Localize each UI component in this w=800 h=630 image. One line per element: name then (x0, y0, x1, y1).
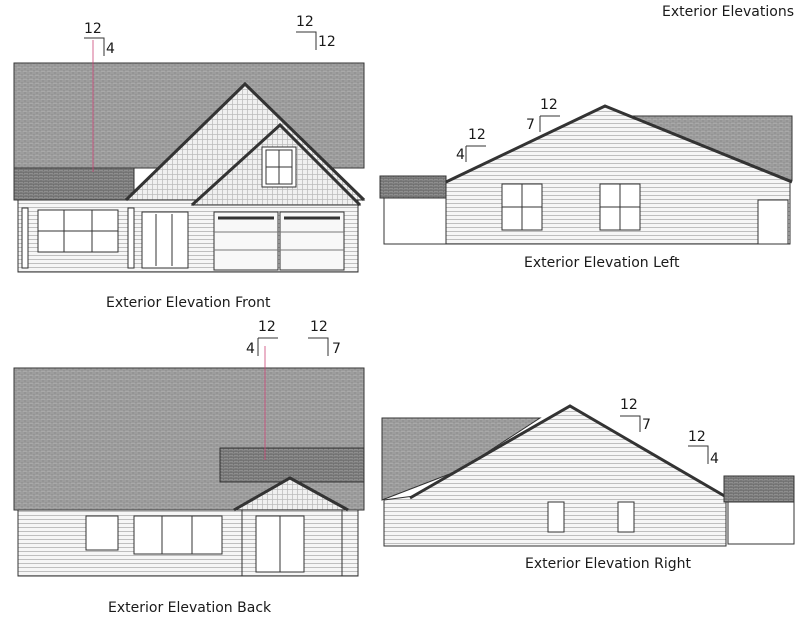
right-pitch-main-run: 12 (620, 397, 638, 413)
back-pitch-main-rise: 4 (246, 341, 255, 357)
front-pitch-main-rise: 4 (106, 41, 115, 57)
right-window-1 (547, 501, 565, 533)
left-pitch-porch-rise: 4 (456, 147, 465, 163)
right-elevation (381, 404, 795, 547)
right-pitch-main-rise: 7 (642, 417, 651, 433)
back-pitch-main-run: 12 (258, 319, 276, 335)
left-porch-roof (379, 175, 447, 199)
right-elevation-caption: Exterior Elevation Right (525, 556, 691, 572)
back-window-1 (85, 515, 119, 551)
back-pitch-gable-rise: 7 (332, 341, 341, 357)
pitch-symbols (84, 31, 709, 464)
right-pitch-porch-run: 12 (688, 429, 706, 445)
left-elevation (379, 104, 793, 245)
back-porch-roof (219, 447, 365, 483)
front-door (141, 211, 189, 269)
front-garage-door-1 (213, 211, 279, 271)
back-elevation-caption: Exterior Elevation Back (108, 600, 272, 616)
left-pitch-porch-run: 12 (468, 127, 486, 143)
front-pitch-gable-run: 12 (296, 14, 314, 30)
right-window-2 (617, 501, 635, 533)
front-pitch-gable-rise: 12 (318, 34, 336, 50)
front-porch-roof (13, 167, 135, 201)
left-pitch-main-rise: 7 (526, 117, 535, 133)
front-pitch-main-run: 12 (84, 21, 102, 37)
right-porch-roof (723, 475, 795, 503)
sheet-title: Exterior Elevations (662, 4, 794, 20)
front-elevation-caption: Exterior Elevation Front (106, 295, 271, 311)
left-elevation-caption: Exterior Elevation Left (524, 255, 680, 271)
front-elevation (13, 40, 366, 273)
right-pitch-porch-rise: 4 (710, 451, 719, 467)
back-window-2 (133, 515, 223, 555)
back-elevation (13, 346, 365, 577)
left-pitch-main-run: 12 (540, 97, 558, 113)
front-garage-door-2 (279, 211, 345, 271)
back-pitch-gable-run: 12 (310, 319, 328, 335)
